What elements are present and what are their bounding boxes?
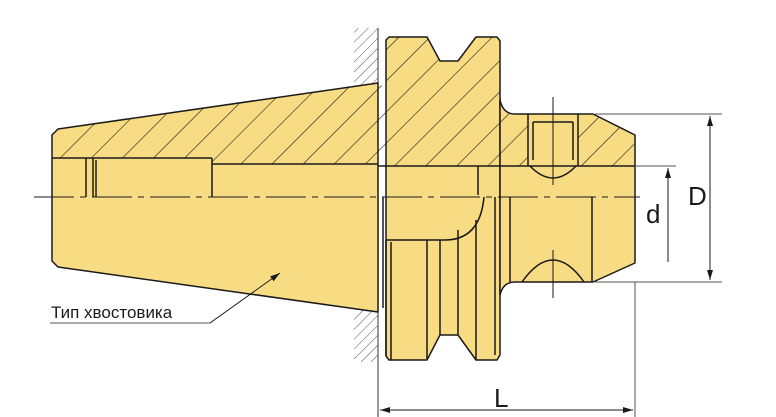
shank-type-label: Тип хвостовика (51, 303, 173, 322)
shank-type-leader (50, 272, 281, 324)
section-hatch-shank (52, 83, 378, 164)
section-hatch-flange (378, 37, 528, 166)
internal-lines (52, 114, 635, 360)
dimensions (380, 113, 722, 417)
dimension-label-D: D (688, 181, 707, 211)
dimension-label-d: d (646, 199, 660, 229)
dimension-label-L: L (494, 383, 508, 413)
center-lines (34, 97, 640, 298)
section-hatch-front (578, 114, 635, 166)
